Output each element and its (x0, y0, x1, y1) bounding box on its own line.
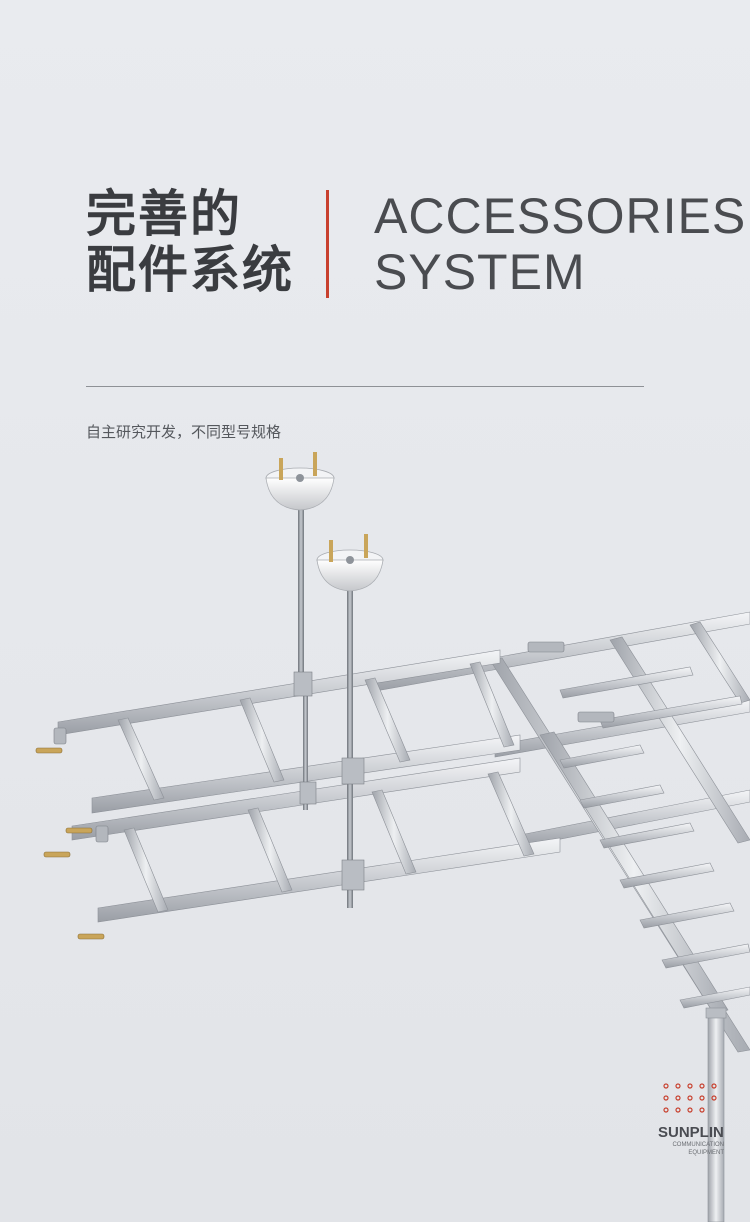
title-divider (326, 190, 329, 298)
page-title-cn: 完善的 配件系统 (86, 186, 294, 298)
cable-tray-illustration (35, 452, 750, 1222)
page-title-en: ACCESSORIES SYSTEM (374, 188, 746, 300)
brand-name: SUNPLIN (658, 1124, 724, 1141)
tray-ladder-left (35, 641, 615, 940)
brand-sub-line2: EQUIPMENT (688, 1150, 724, 1156)
horizontal-rule (86, 386, 644, 387)
title-en-line2: SYSTEM (374, 244, 586, 300)
title-en-line1: ACCESSORIES (374, 188, 747, 244)
brand-dots-icon (663, 1083, 717, 1113)
tray-grid-right (369, 611, 750, 1222)
title-cn-line1: 完善的 (86, 185, 242, 243)
subtitle: 自主研究开发，不同型号规格 (86, 423, 282, 441)
title-cn-line2: 配件系统 (86, 241, 294, 299)
brand-sub-line1: COMMUNICATION (672, 1142, 724, 1148)
ceiling-hangers (265, 452, 384, 908)
brand-logo: SUNPLIN COMMUNICATION EQUIPMENT (658, 1080, 728, 1157)
